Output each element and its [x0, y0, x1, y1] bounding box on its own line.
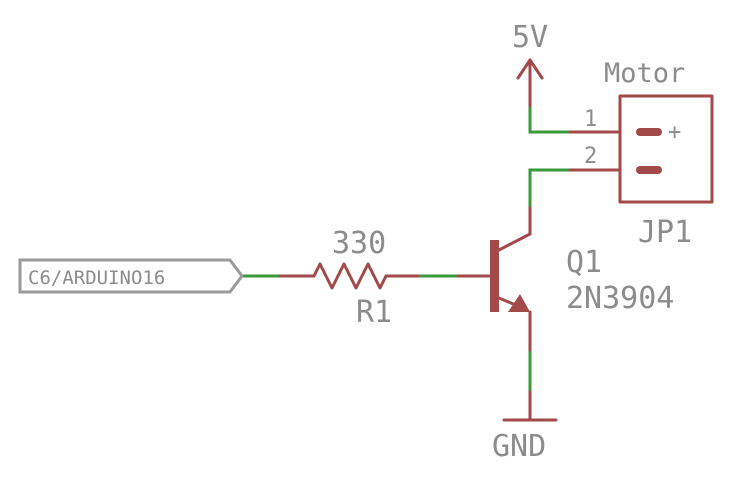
connector-body: [618, 94, 714, 204]
collector-lead: [497, 232, 532, 252]
power-label: 5V: [512, 20, 548, 55]
base-bar: [490, 240, 499, 312]
net-label-frame: [18, 258, 244, 294]
connector-plus-mark: +: [668, 120, 681, 145]
connector-jp1: + 1 2 Motor JP1: [568, 58, 714, 250]
transistor-ref: Q1: [566, 245, 602, 280]
ground-label: GND: [492, 429, 546, 464]
wire-collector-to-pin2: [528, 168, 570, 208]
transistor-q1: Q1 2N3904: [456, 206, 674, 352]
resistor-zigzag: [312, 262, 388, 290]
emitter-arrow-icon: [508, 294, 530, 312]
wires: [242, 106, 570, 392]
resistor-ref: R1: [356, 295, 392, 330]
net-label-text: C6/ARDUINO16: [28, 267, 165, 289]
wire-5v-to-pin1: [528, 106, 570, 134]
connector-ref: JP1: [638, 215, 692, 250]
connector-pin2-label: 2: [584, 144, 597, 169]
power-5v-symbol: 5V: [512, 20, 548, 108]
resistor-value: 330: [332, 226, 386, 261]
resistor-r1: 330 R1: [278, 226, 420, 330]
connector-name: Motor: [604, 58, 685, 89]
transistor-part: 2N3904: [566, 281, 674, 316]
connector-pin1-label: 1: [584, 107, 597, 132]
ground-symbol: GND: [492, 390, 558, 464]
net-label-c6-arduino16: C6/ARDUINO16: [18, 258, 244, 294]
